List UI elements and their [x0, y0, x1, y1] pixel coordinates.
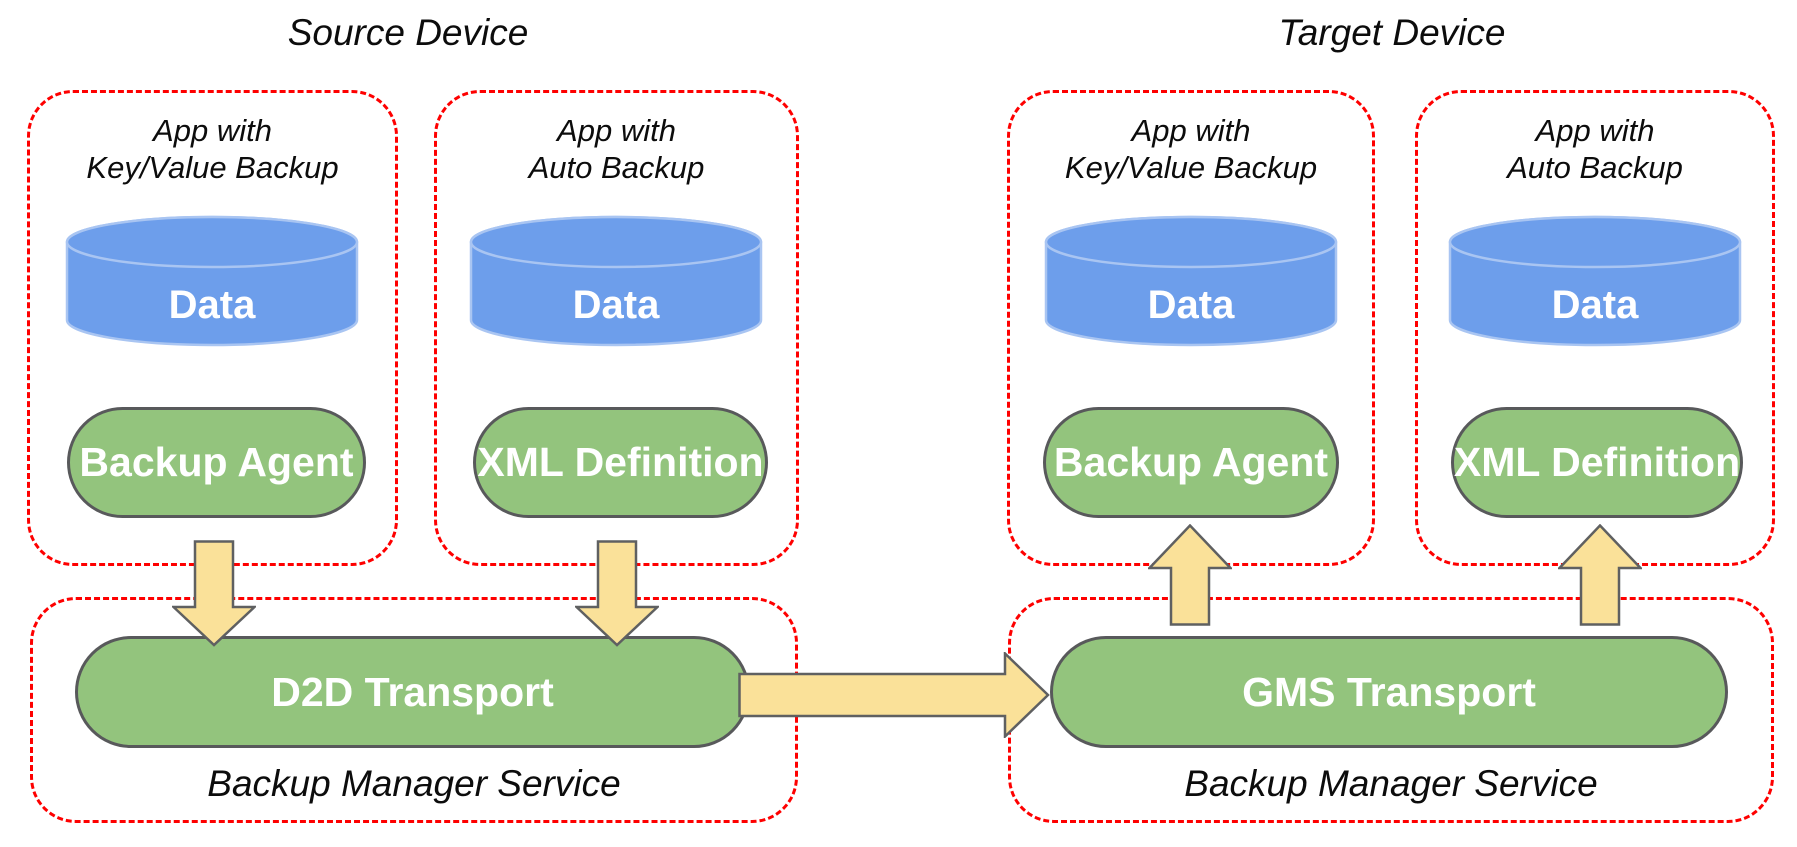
data-label: Data	[572, 283, 660, 327]
xml-definition-pill-source: XML Definition	[473, 407, 768, 518]
right-arrow-icon	[738, 652, 1050, 738]
backup-agent-pill-target: Backup Agent	[1043, 407, 1339, 518]
database-cylinder-icon	[65, 215, 359, 347]
up-arrow-icon	[1148, 524, 1232, 626]
app-label-line1: App with	[153, 113, 272, 148]
database-cylinder-icon	[469, 215, 763, 347]
down-arrow-icon	[172, 540, 256, 647]
app-label: App with Key/Value Backup	[1007, 112, 1375, 186]
app-label-line2: Key/Value Backup	[1064, 150, 1318, 185]
app-label-line1: App with	[1131, 113, 1251, 148]
database-cylinder-icon	[1448, 215, 1742, 347]
app-label: App with Key/Value Backup	[27, 112, 398, 186]
source-device-title: Source Device	[287, 12, 529, 53]
app-label: App with Auto Backup	[1415, 112, 1775, 186]
app-label-line1: App with	[557, 113, 676, 148]
up-arrow-icon	[1558, 524, 1642, 626]
app-label-line2: Auto Backup	[1507, 150, 1683, 185]
app-label-line2: Key/Value Backup	[86, 150, 339, 185]
backup-agent-pill-source: Backup Agent	[67, 407, 366, 518]
database-cylinder-icon	[1044, 215, 1338, 347]
gms-transport-pill: GMS Transport	[1050, 636, 1728, 748]
backup-manager-service-label: Backup Manager Service	[1184, 763, 1598, 804]
data-label: Data	[168, 283, 256, 327]
down-arrow-icon	[575, 540, 659, 647]
backup-manager-service-label: Backup Manager Service	[207, 763, 621, 804]
target-device-title: Target Device	[1278, 12, 1506, 53]
app-label: App with Auto Backup	[434, 112, 799, 186]
data-label: Data	[1147, 283, 1235, 327]
xml-definition-pill-target: XML Definition	[1451, 407, 1743, 518]
d2d-transport-pill: D2D Transport	[75, 636, 750, 748]
data-label: Data	[1551, 283, 1639, 327]
app-label-line2: Auto Backup	[528, 150, 705, 185]
app-label-line1: App with	[1535, 113, 1655, 148]
